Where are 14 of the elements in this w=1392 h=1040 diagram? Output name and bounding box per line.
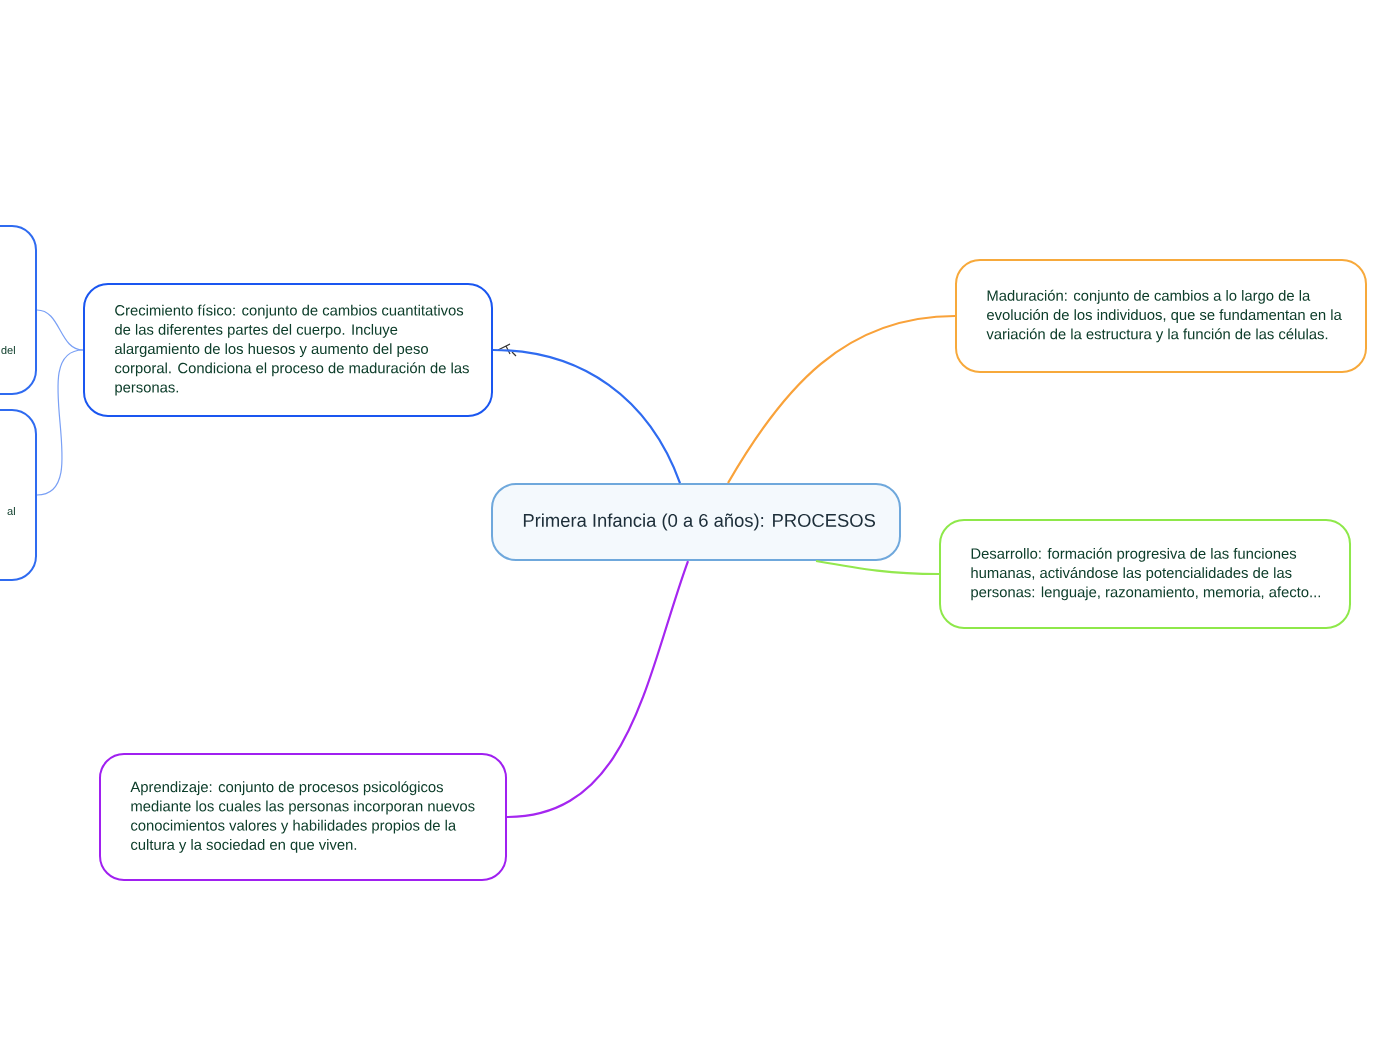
topic-text: Primera Infancia (0 a 6 años): PROCESOS [523, 513, 876, 531]
connector [727, 314, 956, 484]
topic-box [83, 283, 493, 417]
connector [492, 348, 682, 484]
connector [506, 560, 690, 819]
connector [815, 559, 940, 576]
topic-box [99, 753, 507, 881]
connector [36, 309, 84, 351]
topic-box [939, 519, 1351, 629]
connector [36, 349, 84, 496]
topic-box [955, 259, 1367, 373]
topic-box [0, 409, 37, 581]
topic-box [491, 483, 901, 561]
topic-box [0, 225, 37, 395]
